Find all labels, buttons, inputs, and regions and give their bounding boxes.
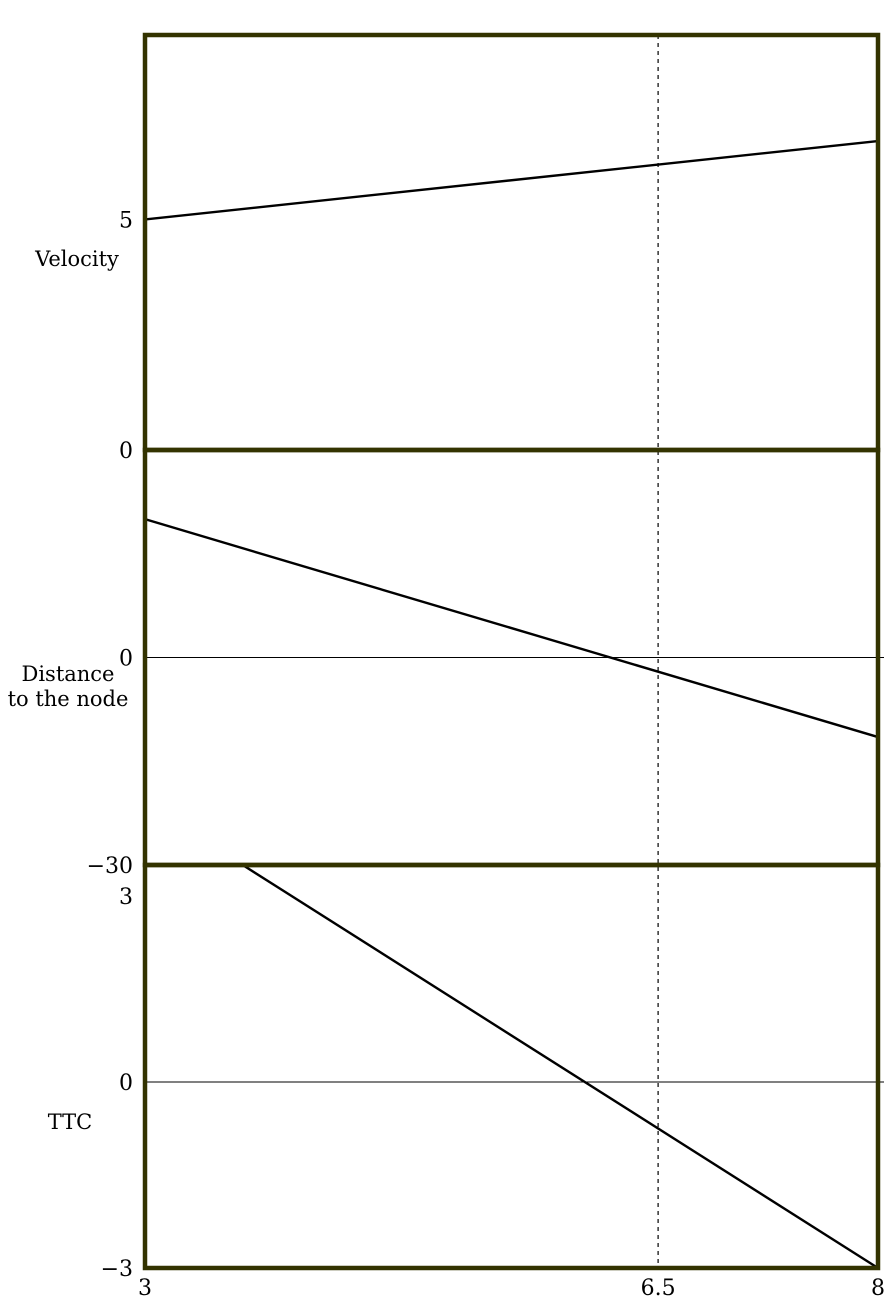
y-tick-label: 0 [119, 439, 133, 464]
y-tick-label: 5 [119, 208, 133, 233]
y-axis-label: Velocity [34, 247, 119, 271]
y-tick-label: 0 [119, 1071, 133, 1096]
panel-frame [142, 32, 881, 453]
x-tick-label: 6.5 [641, 1276, 676, 1301]
y-tick-label: −3 [101, 1257, 133, 1282]
y-axis-label: to the node [8, 687, 129, 711]
y-tick-label: 3 [119, 885, 133, 910]
x-tick-label: 8 [871, 1276, 885, 1301]
series-line [145, 518, 878, 739]
y-tick-label: −30 [87, 854, 133, 879]
y-axis-label: Distance [21, 662, 114, 686]
series-line [240, 865, 878, 1268]
x-tick-label: 3 [138, 1276, 152, 1301]
y-axis-label: TTC [48, 1110, 92, 1134]
series-line [145, 139, 878, 221]
y-tick-label: 0 [119, 647, 133, 672]
panel-frame [142, 862, 881, 1271]
